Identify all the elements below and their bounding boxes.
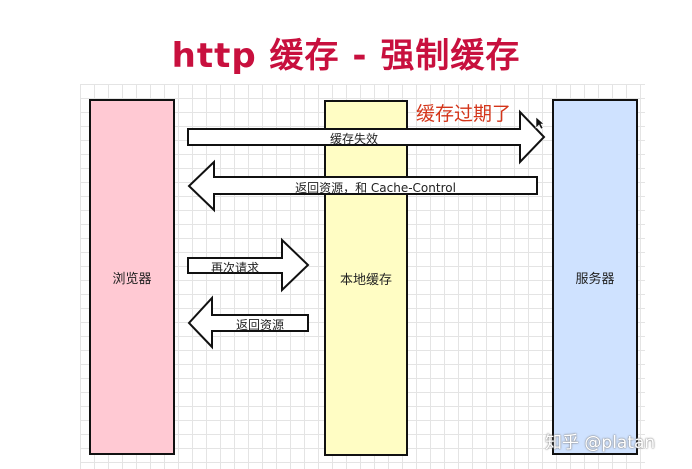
arrow-request-again-label: 再次请求 bbox=[210, 261, 259, 275]
arrow-return-resource bbox=[187, 295, 309, 350]
arrow-return-cache-control-label: 返回资源，和 Cache-Control bbox=[295, 181, 456, 195]
lane-server: 服务器 bbox=[552, 99, 638, 455]
arrow-request-again bbox=[187, 237, 310, 293]
arrow-return-resource-label: 返回资源 bbox=[235, 318, 284, 332]
arrow-cache-invalid-label: 缓存失效 bbox=[329, 132, 378, 146]
lane-browser: 浏览器 bbox=[89, 99, 175, 455]
lane-browser-label: 浏览器 bbox=[112, 271, 152, 287]
cursor-icon bbox=[535, 116, 545, 130]
cache-expired-note: 缓存过期了 bbox=[416, 103, 512, 125]
arrow-cache-invalid bbox=[187, 109, 546, 165]
arrow-return-cache-control bbox=[187, 159, 538, 213]
watermark: 知乎 @platan bbox=[545, 433, 656, 453]
page-title: http 缓存 - 强制缓存 bbox=[171, 36, 521, 76]
lane-local-cache: 本地缓存 bbox=[324, 100, 408, 456]
lane-local-cache-label: 本地缓存 bbox=[339, 272, 392, 288]
lane-server-label: 服务器 bbox=[575, 271, 615, 287]
